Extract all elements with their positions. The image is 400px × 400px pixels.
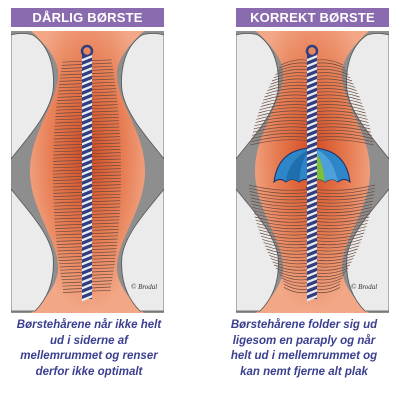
tooth-left-top — [236, 33, 279, 160]
tooth-left-bottom — [236, 188, 279, 312]
tooth-left-top — [11, 33, 54, 160]
caption-bad-brush: Børstehårene når ikke helt ud i siderne … — [16, 319, 162, 378]
correct-brush-svg: © Brodal — [236, 31, 389, 313]
correct-brush-illustration: © Brodal — [236, 31, 389, 313]
artist-signature: © Brodal — [351, 283, 377, 291]
tooth-right-top — [346, 33, 389, 160]
bad-brush-svg: © Brodal — [11, 31, 164, 313]
panel-correct-brush: KORREKT BØRSTE — [236, 8, 389, 313]
tooth-right-bottom — [121, 188, 164, 312]
bad-brush-illustration: © Brodal — [11, 31, 164, 313]
artist-signature: © Brodal — [131, 283, 157, 291]
interdental-brush-icon — [305, 44, 319, 302]
caption-correct-brush: Børstehårene folder sig ud ligesom en pa… — [230, 319, 378, 378]
title-bad-brush: DÅRLIG BØRSTE — [11, 8, 164, 27]
tooth-right-top — [121, 33, 164, 160]
interdental-brush-icon — [80, 44, 94, 302]
tooth-right-bottom — [346, 188, 389, 312]
tooth-left-bottom — [11, 188, 54, 312]
title-correct-brush: KORREKT BØRSTE — [236, 8, 389, 27]
panel-bad-brush: DÅRLIG BØRSTE © Brodal — [11, 8, 164, 313]
